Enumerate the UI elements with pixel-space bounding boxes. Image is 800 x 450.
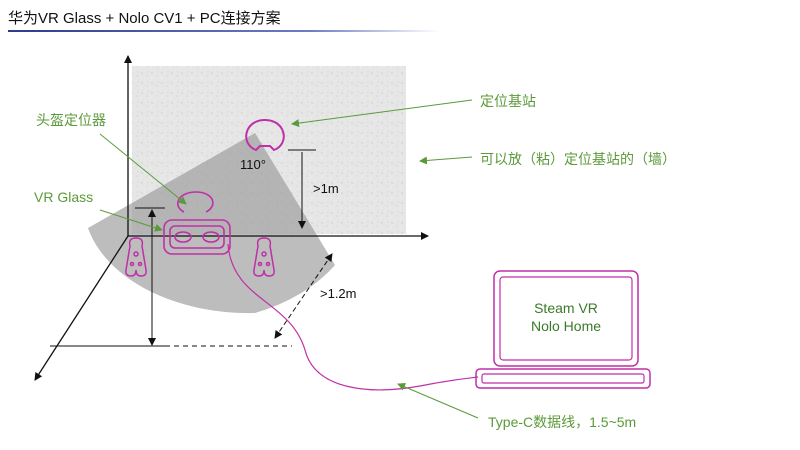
pc-software-line2: Nolo Home	[530, 318, 602, 334]
label-height-1-2m: >1.2m	[320, 286, 357, 301]
label-headset-locator: 头盔定位器	[36, 112, 106, 128]
pointer-headset-locator	[99, 133, 187, 205]
pointer-wall	[419, 156, 473, 165]
label-angle: 110°	[240, 157, 266, 172]
base-station-icon	[245, 118, 285, 152]
label-height-1m: >1m	[313, 181, 339, 196]
page-title: 华为VR Glass + Nolo CV1 + PC连接方案	[8, 10, 281, 27]
axis-depth	[34, 235, 129, 381]
dim-distance-arrow	[274, 253, 333, 339]
pc-keyboard	[475, 368, 651, 389]
title-divider	[8, 30, 440, 32]
pc-software-line1: Steam VR	[534, 300, 598, 316]
pointer-base-station	[291, 99, 473, 128]
pc-keyboard-inner	[481, 373, 645, 384]
pc-monitor-frame	[493, 270, 639, 367]
type-c-cable	[227, 243, 479, 391]
label-vr-glass: VR Glass	[34, 189, 94, 205]
vr-glass-icon	[163, 219, 231, 255]
headset-locator-icon	[176, 191, 214, 213]
label-cable: Type-C数据线，1.5~5m	[488, 414, 637, 430]
controller-right-icon	[253, 237, 275, 277]
pc-monitor-screen	[499, 276, 633, 361]
controller-left-icon	[125, 237, 147, 277]
pointer-cable	[397, 383, 479, 419]
label-wall: 可以放（粘）定位基站的（墙）	[480, 151, 676, 167]
label-base-station: 定位基站	[480, 93, 536, 109]
pointer-vr-glass	[99, 209, 163, 232]
